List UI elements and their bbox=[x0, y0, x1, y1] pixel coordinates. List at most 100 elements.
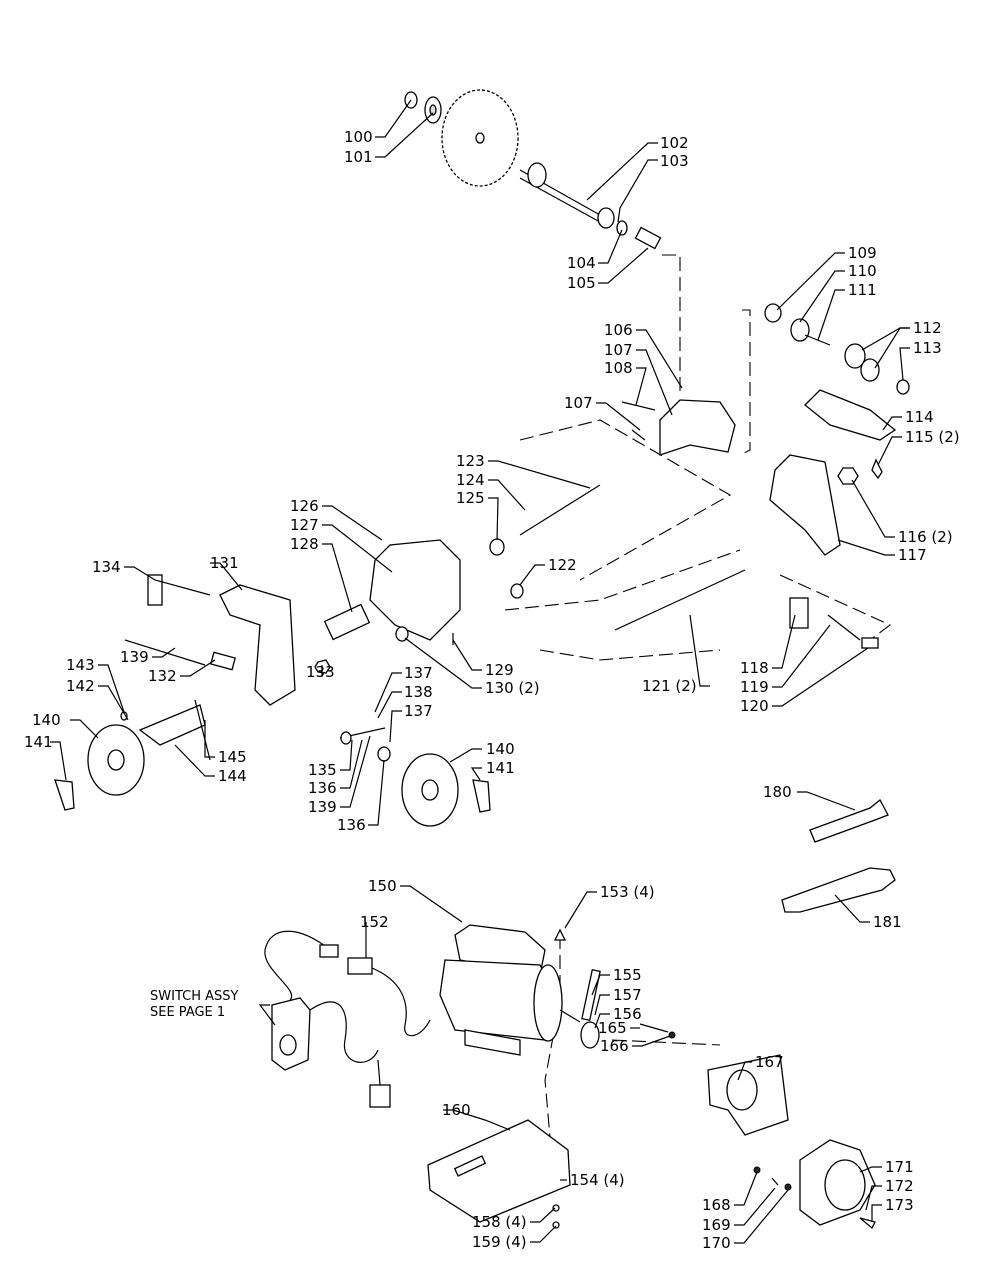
spring-119 bbox=[827, 614, 861, 641]
callout-135: 135 bbox=[308, 761, 337, 779]
callout-173: 173 bbox=[885, 1196, 914, 1214]
stop-128 bbox=[323, 603, 371, 641]
callout-119: 119 bbox=[740, 678, 769, 696]
front-trunnion bbox=[323, 539, 461, 645]
callout-136-lower: 136 bbox=[337, 816, 366, 834]
retaining-ring-104 bbox=[616, 220, 628, 236]
callout-152: 152 bbox=[360, 913, 389, 931]
wrench-180 bbox=[809, 799, 889, 843]
nut-130 bbox=[395, 626, 409, 642]
callout-150: 150 bbox=[368, 877, 397, 895]
callout-127: 127 bbox=[290, 516, 319, 534]
wrenches bbox=[781, 799, 896, 913]
handle-141a bbox=[54, 779, 75, 811]
callout-181: 181 bbox=[873, 913, 902, 931]
nut-113 bbox=[896, 379, 910, 395]
callout-159: 159 (4) bbox=[472, 1233, 527, 1251]
callout-160: 160 bbox=[442, 1101, 471, 1119]
callout-132: 132 bbox=[148, 667, 177, 685]
callout-166: 166 bbox=[600, 1037, 629, 1055]
motor-plate-160 bbox=[427, 1119, 571, 1223]
callout-170: 170 bbox=[702, 1234, 731, 1252]
callout-167: 167 bbox=[755, 1053, 784, 1071]
bolt-165 bbox=[639, 1023, 669, 1033]
pin-145 bbox=[194, 699, 211, 761]
callout-168: 168 bbox=[702, 1196, 731, 1214]
callout-169: 169 bbox=[702, 1216, 731, 1234]
cradle-assembly bbox=[621, 399, 736, 456]
callout-112: 112 bbox=[913, 319, 942, 337]
cord-d bbox=[377, 1059, 381, 1086]
pin-120 bbox=[861, 637, 879, 649]
callout-104: 104 bbox=[567, 254, 596, 272]
callout-124: 124 bbox=[456, 471, 485, 489]
callout-122: 122 bbox=[548, 556, 577, 574]
pin-107 bbox=[631, 429, 646, 441]
handle-141b bbox=[472, 779, 491, 813]
callout-180: 180 bbox=[763, 783, 792, 801]
callout-113: 113 bbox=[913, 339, 942, 357]
bolt-134 bbox=[147, 574, 163, 606]
callout-156: 156 bbox=[613, 1005, 642, 1023]
callout-139: 139 bbox=[120, 648, 149, 666]
pin-169 bbox=[771, 1177, 779, 1186]
switch-box bbox=[271, 997, 311, 1071]
switch-note-line1: SWITCH ASSY bbox=[150, 989, 239, 1004]
shaft-108 bbox=[621, 401, 656, 411]
washer-112a bbox=[844, 343, 866, 369]
callout-128: 128 bbox=[290, 535, 319, 553]
leader-lines bbox=[50, 99, 910, 1244]
callout-116: 116 (2) bbox=[898, 528, 953, 546]
callout-100: 100 bbox=[344, 128, 373, 146]
front-trunnion-127 bbox=[369, 539, 461, 641]
screw-115 bbox=[871, 458, 883, 480]
motor-plate bbox=[427, 1119, 571, 1223]
callout-157: 157 bbox=[613, 986, 642, 1004]
trunnion-bracket-114 bbox=[804, 389, 897, 441]
cord-b bbox=[371, 967, 431, 1037]
bushing-136 bbox=[377, 746, 391, 762]
callout-125: 125 bbox=[456, 489, 485, 507]
callout-140-left: 140 bbox=[32, 711, 61, 729]
washer-166 bbox=[668, 1031, 676, 1039]
key-111 bbox=[804, 334, 831, 346]
cord-a bbox=[264, 930, 331, 1001]
callout-141-right: 141 bbox=[486, 759, 515, 777]
callout-103: 103 bbox=[660, 152, 689, 170]
rod-121 bbox=[614, 569, 746, 631]
belt-guard-assembly bbox=[639, 1023, 876, 1230]
nut-125 bbox=[489, 538, 505, 556]
callout-136: 136 bbox=[308, 779, 337, 797]
callout-143: 143 bbox=[66, 656, 95, 674]
rods bbox=[489, 484, 746, 631]
bearing-110 bbox=[790, 318, 810, 342]
callout-120: 120 bbox=[740, 697, 769, 715]
sleeve-132 bbox=[210, 651, 236, 671]
callout-154: 154 (4) bbox=[570, 1171, 625, 1189]
washer-112b bbox=[860, 358, 880, 382]
callout-153: 153 (4) bbox=[600, 883, 655, 901]
callout-134: 134 bbox=[92, 558, 121, 576]
assembly-dash-lines bbox=[504, 254, 892, 1161]
screw-153 bbox=[553, 928, 567, 941]
switch-note-line2: SEE PAGE 1 bbox=[150, 1005, 225, 1020]
rear-trunnion-117 bbox=[769, 454, 841, 556]
collar-135 bbox=[340, 731, 352, 745]
shaft-139a bbox=[124, 639, 206, 666]
callout-141-left: 141 bbox=[24, 733, 53, 751]
callout-106: 106 bbox=[604, 321, 633, 339]
callout-109: 109 bbox=[848, 244, 877, 262]
saw-blade-assembly bbox=[404, 89, 662, 250]
callout-145: 145 bbox=[218, 748, 247, 766]
left-bracket-assembly bbox=[54, 574, 296, 811]
callout-115: 115 (2) bbox=[905, 428, 960, 446]
arm-144 bbox=[138, 704, 206, 746]
callout-144: 144 bbox=[218, 767, 247, 785]
bracket-131 bbox=[219, 584, 296, 706]
callout-139-lower: 139 bbox=[308, 798, 337, 816]
plug-main bbox=[369, 1084, 391, 1108]
belt-155 bbox=[581, 968, 601, 1022]
rod-123 bbox=[519, 484, 601, 536]
callout-137: 137 bbox=[404, 664, 433, 682]
